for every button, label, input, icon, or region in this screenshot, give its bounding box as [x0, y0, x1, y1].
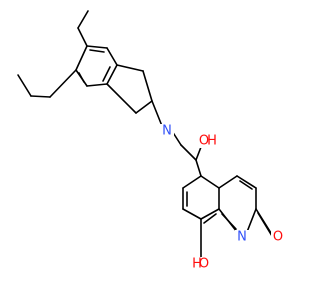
bond-benzene-double-c — [78, 72, 85, 83]
bond-q1-6 — [200, 175, 220, 189]
bond-q1-double-b — [203, 213, 217, 224]
bond-benzene-double-b — [102, 66, 111, 82]
bond-q2-1 — [218, 175, 238, 189]
atom-h1: H — [207, 134, 217, 149]
bond-ch2-choh — [180, 144, 197, 161]
atom-n2: N — [237, 230, 247, 245]
bond-benzene-6 — [75, 45, 88, 71]
bond-benzene-double-a — [89, 49, 105, 53]
bond-benzene-4 — [86, 83, 108, 87]
bond-c-ring — [195, 159, 202, 177]
bond-c-o-carbonyl-double — [257, 212, 273, 237]
atom-o3: O — [199, 257, 209, 272]
atom-label-layer: N N O H O O H — [160, 124, 285, 272]
bond-layer — [17, 10, 273, 258]
bond-q2-double-a — [239, 180, 253, 190]
molecule-structure: N N O H O O H — [17, 10, 285, 272]
o2-background — [271, 230, 285, 244]
atom-h3: H — [192, 257, 202, 272]
bond-q2-4 — [246, 208, 257, 233]
o3-background — [197, 257, 211, 271]
n2-background — [235, 230, 249, 244]
bond-ethyl-top-ch2 — [77, 27, 88, 47]
bond-q1-3 — [182, 208, 202, 220]
atom-o1: O — [199, 134, 209, 149]
bond-c-n — [151, 100, 163, 127]
bond-benzene-2 — [106, 47, 118, 66]
atom-o2: O — [273, 230, 283, 245]
bond-q1-4 — [200, 208, 220, 220]
bond-q1-1 — [182, 175, 202, 189]
bond-ethyl-bottom-ch3 — [17, 74, 32, 97]
bond-ethyl-bottom-ch2 — [30, 95, 51, 98]
bond-cyclopentane-1 — [116, 64, 144, 72]
bond-q2-2 — [236, 175, 257, 189]
bond-benzene-3 — [106, 64, 118, 85]
bond-cyclopentane-4 — [106, 83, 137, 114]
atom-n1: N — [162, 124, 172, 139]
bond-q2-double-b — [221, 213, 237, 230]
bond-cyclopentane-3 — [135, 100, 153, 114]
n1-background — [160, 124, 174, 138]
bond-cyclopentane-2 — [142, 70, 153, 102]
bond-ethyl-top-ch3 — [77, 10, 89, 29]
bond-c-oh — [195, 146, 202, 161]
bond-benzene-1 — [86, 45, 108, 49]
o1-background — [197, 134, 211, 148]
bond-benzene-ethyl-link — [49, 69, 77, 98]
